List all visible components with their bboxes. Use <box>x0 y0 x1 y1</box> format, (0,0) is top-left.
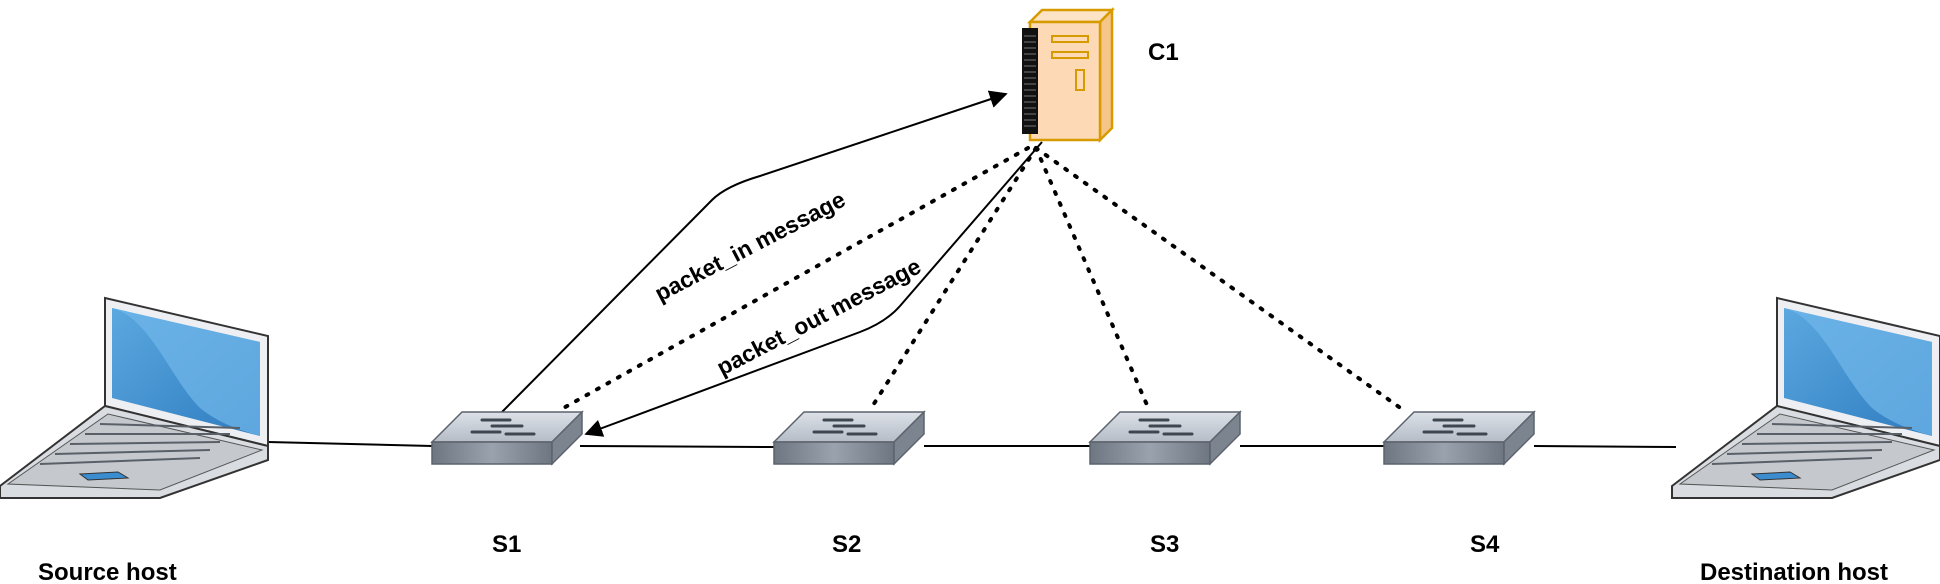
link-s4-destination <box>1533 445 1677 448</box>
network-switch-icon <box>430 410 584 466</box>
switch-label: S3 <box>1150 531 1179 558</box>
switch-s1: S1 <box>430 410 584 558</box>
switch-s3: S3 <box>1088 410 1242 558</box>
server-tower-icon <box>1020 8 1114 142</box>
switch-label: S4 <box>1470 531 1500 558</box>
link-source-s1 <box>267 441 433 447</box>
switch-label: S2 <box>832 531 861 558</box>
controller-label: C1 <box>1148 39 1179 66</box>
switch-label: S1 <box>492 531 521 558</box>
source-host: Source host <box>0 297 269 584</box>
control-link-s3 <box>1034 146 1152 414</box>
control-channels <box>558 146 1408 414</box>
network-switch-icon <box>772 410 926 466</box>
packet-in-label: packet_in message <box>650 186 849 306</box>
switch-s2: S2 <box>772 410 926 558</box>
packet-out-label: packet_out message <box>712 253 925 381</box>
network-switch-icon <box>1088 410 1242 466</box>
control-link-s1 <box>558 146 1030 412</box>
host-switch-links <box>267 441 1677 448</box>
switch-s4: S4 <box>1382 410 1536 558</box>
control-link-s2 <box>868 146 1038 412</box>
destination-host-label: Destination host <box>1700 559 1888 584</box>
destination-host: Destination host <box>1671 297 1940 584</box>
source-host-label: Source host <box>38 559 177 584</box>
packet-in-arrow <box>501 90 1008 413</box>
packet-out-arrow <box>584 141 1043 437</box>
network-switch-icon <box>1382 410 1536 466</box>
control-link-s4 <box>1034 146 1408 414</box>
laptop-icon <box>0 297 269 499</box>
controller-c1: C1 <box>1020 8 1179 142</box>
laptop-icon <box>1671 297 1940 499</box>
link-s1-s2 <box>579 445 775 448</box>
